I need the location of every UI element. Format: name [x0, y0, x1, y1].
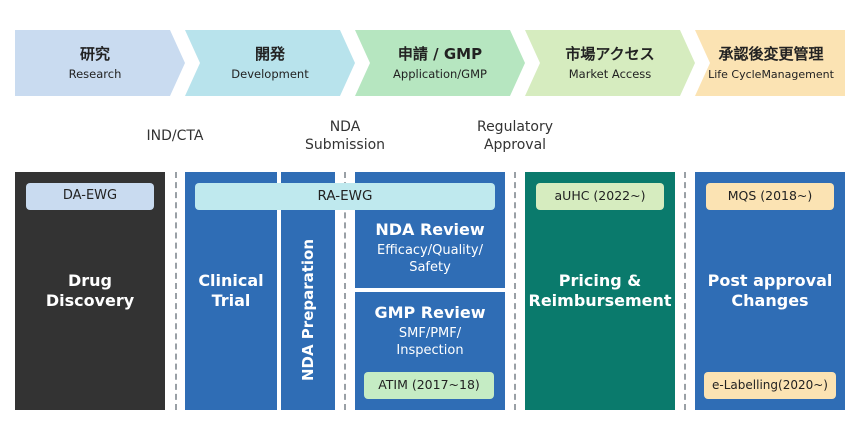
stage-arrow-research — [15, 30, 185, 96]
gmp-review-sub2: Inspection — [396, 343, 464, 358]
nda-review-title: NDA Review — [375, 220, 485, 239]
stage-arrows — [15, 30, 845, 96]
stage-market-access-en: Market Access — [568, 67, 652, 81]
atim-badge: ATIM (2017~18) — [364, 372, 494, 399]
milestone-reg-line1: Regulatory — [476, 119, 554, 135]
mqs-badge: MQS (2018~) — [706, 183, 834, 210]
post-approval-label: Post approval Changes — [695, 271, 845, 311]
drug-discovery-line1: Drug — [67, 271, 112, 290]
pricing-panel — [525, 172, 675, 410]
nda-review-sub1: Efficacy/Quality/ — [377, 243, 483, 258]
milestone-nda-submission: NDA Submission — [290, 118, 400, 154]
clinical-trial-panel — [185, 172, 277, 410]
ra-ewg-badge: RA-EWG — [195, 183, 495, 210]
stage-market-access-jp: 市場アクセス — [565, 45, 655, 63]
stage-arrow-market-access — [525, 30, 695, 96]
stage-arrow-application — [355, 30, 525, 96]
stage-lifecycle-jp: 承認後変更管理 — [718, 45, 824, 63]
pricing-label: Pricing & Reimbursement — [525, 271, 675, 311]
gmp-review-title: GMP Review — [374, 303, 486, 322]
separator-line — [344, 172, 346, 410]
nda-preparation-label-wrap: NDA Preparation — [281, 215, 335, 405]
clinical-trial-line2: Trial — [211, 291, 251, 310]
nda-review-text: NDA Review Efficacy/Quality/ Safety — [355, 220, 505, 276]
stage-research-jp: 研究 — [79, 45, 110, 63]
drug-discovery-panel — [15, 172, 165, 410]
stage-research-en: Research — [68, 67, 122, 81]
stage-application: 申請 / GMP Application/GMP — [360, 45, 520, 82]
clinical-trial-label: Clinical Trial — [185, 271, 277, 311]
stage-lifecycle: 承認後変更管理 Life CycleManagement — [697, 45, 845, 82]
nda-review-sub2: Safety — [409, 260, 451, 275]
milestone-reg-line2: Approval — [483, 137, 547, 153]
milestone-nda-line2: Submission — [304, 137, 386, 153]
stage-lifecycle-en: Life CycleManagement — [708, 68, 834, 81]
nda-preparation-label: NDA Preparation — [299, 238, 317, 382]
milestone-regulatory-approval: Regulatory Approval — [455, 118, 575, 154]
clinical-trial-line1: Clinical — [198, 271, 264, 290]
da-ewg-badge: DA-EWG — [26, 183, 154, 210]
post-approval-panel — [695, 172, 845, 410]
e-labelling-badge: e-Labelling(2020~) — [704, 372, 836, 399]
separator-line — [175, 172, 177, 410]
stage-research: 研究 Research — [15, 45, 175, 82]
pricing-line2: Reimbursement — [528, 291, 672, 310]
stage-application-en: Application/GMP — [393, 67, 487, 81]
milestone-ind-cta: IND/CTA — [146, 128, 204, 144]
gmp-review-sub1: SMF/PMF/ — [398, 326, 462, 341]
auhc-badge: aUHC (2022~) — [536, 183, 664, 210]
post-approval-line1: Post approval — [707, 271, 833, 290]
stage-market-access: 市場アクセス Market Access — [530, 45, 690, 82]
stage-arrow-lifecycle — [695, 30, 845, 96]
stage-development-en: Development — [231, 67, 309, 81]
milestone-nda-line1: NDA — [329, 119, 361, 135]
drug-discovery-line2: Discovery — [45, 291, 135, 310]
stage-development: 開発 Development — [190, 45, 350, 82]
separator-line — [514, 172, 516, 410]
pricing-line1: Pricing & — [558, 271, 642, 290]
gmp-review-text: GMP Review SMF/PMF/ Inspection — [355, 303, 505, 359]
separator-line — [684, 172, 686, 410]
drug-discovery-label: Drug Discovery — [15, 271, 165, 311]
stage-application-jp: 申請 / GMP — [397, 45, 483, 63]
stage-arrow-development — [185, 30, 355, 96]
nda-preparation-panel — [281, 172, 335, 410]
post-approval-line2: Changes — [731, 291, 809, 310]
stage-development-jp: 開発 — [254, 45, 285, 63]
